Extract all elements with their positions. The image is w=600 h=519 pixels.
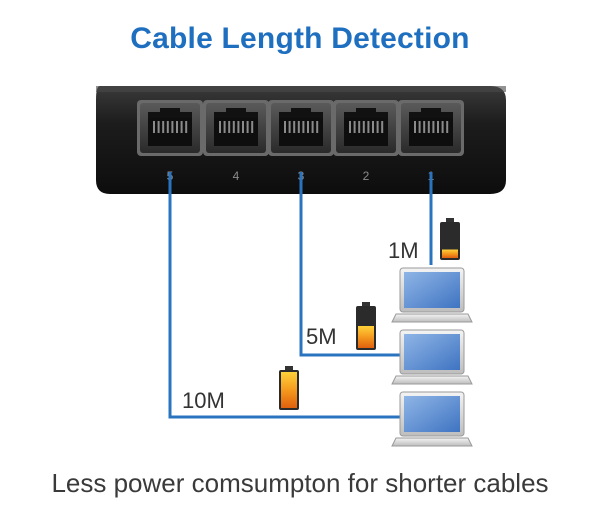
port-number-label: 2 xyxy=(363,169,370,183)
laptop-icon xyxy=(391,329,473,385)
cable-port-3 xyxy=(299,172,400,357)
battery-icon xyxy=(279,366,299,410)
cable-length-label: 5M xyxy=(306,324,337,349)
port-5: 5 xyxy=(137,100,203,183)
port-2: 2 xyxy=(333,100,399,183)
diagram-title: Cable Length Detection xyxy=(130,22,470,55)
cable-port-5 xyxy=(168,172,400,419)
laptop-icon xyxy=(391,267,473,323)
diagram-caption: Less power comsumpton for shorter cables xyxy=(51,468,549,498)
cable-length-label: 10M xyxy=(182,388,225,413)
battery-icon xyxy=(440,218,460,260)
port-1: 1 xyxy=(398,100,464,183)
batteries xyxy=(279,218,460,410)
cable-length-label: 1M xyxy=(388,238,419,263)
laptop-icon xyxy=(391,391,473,447)
length-labels: 1M 5M 10M xyxy=(182,238,419,413)
battery-icon xyxy=(356,302,376,350)
port-4: 4 xyxy=(203,100,269,183)
network-switch: 5 4 3 2 1 xyxy=(96,86,506,194)
laptops xyxy=(391,267,473,447)
port-number-label: 4 xyxy=(233,169,240,183)
cables xyxy=(168,172,433,419)
port-3: 3 xyxy=(268,100,334,183)
